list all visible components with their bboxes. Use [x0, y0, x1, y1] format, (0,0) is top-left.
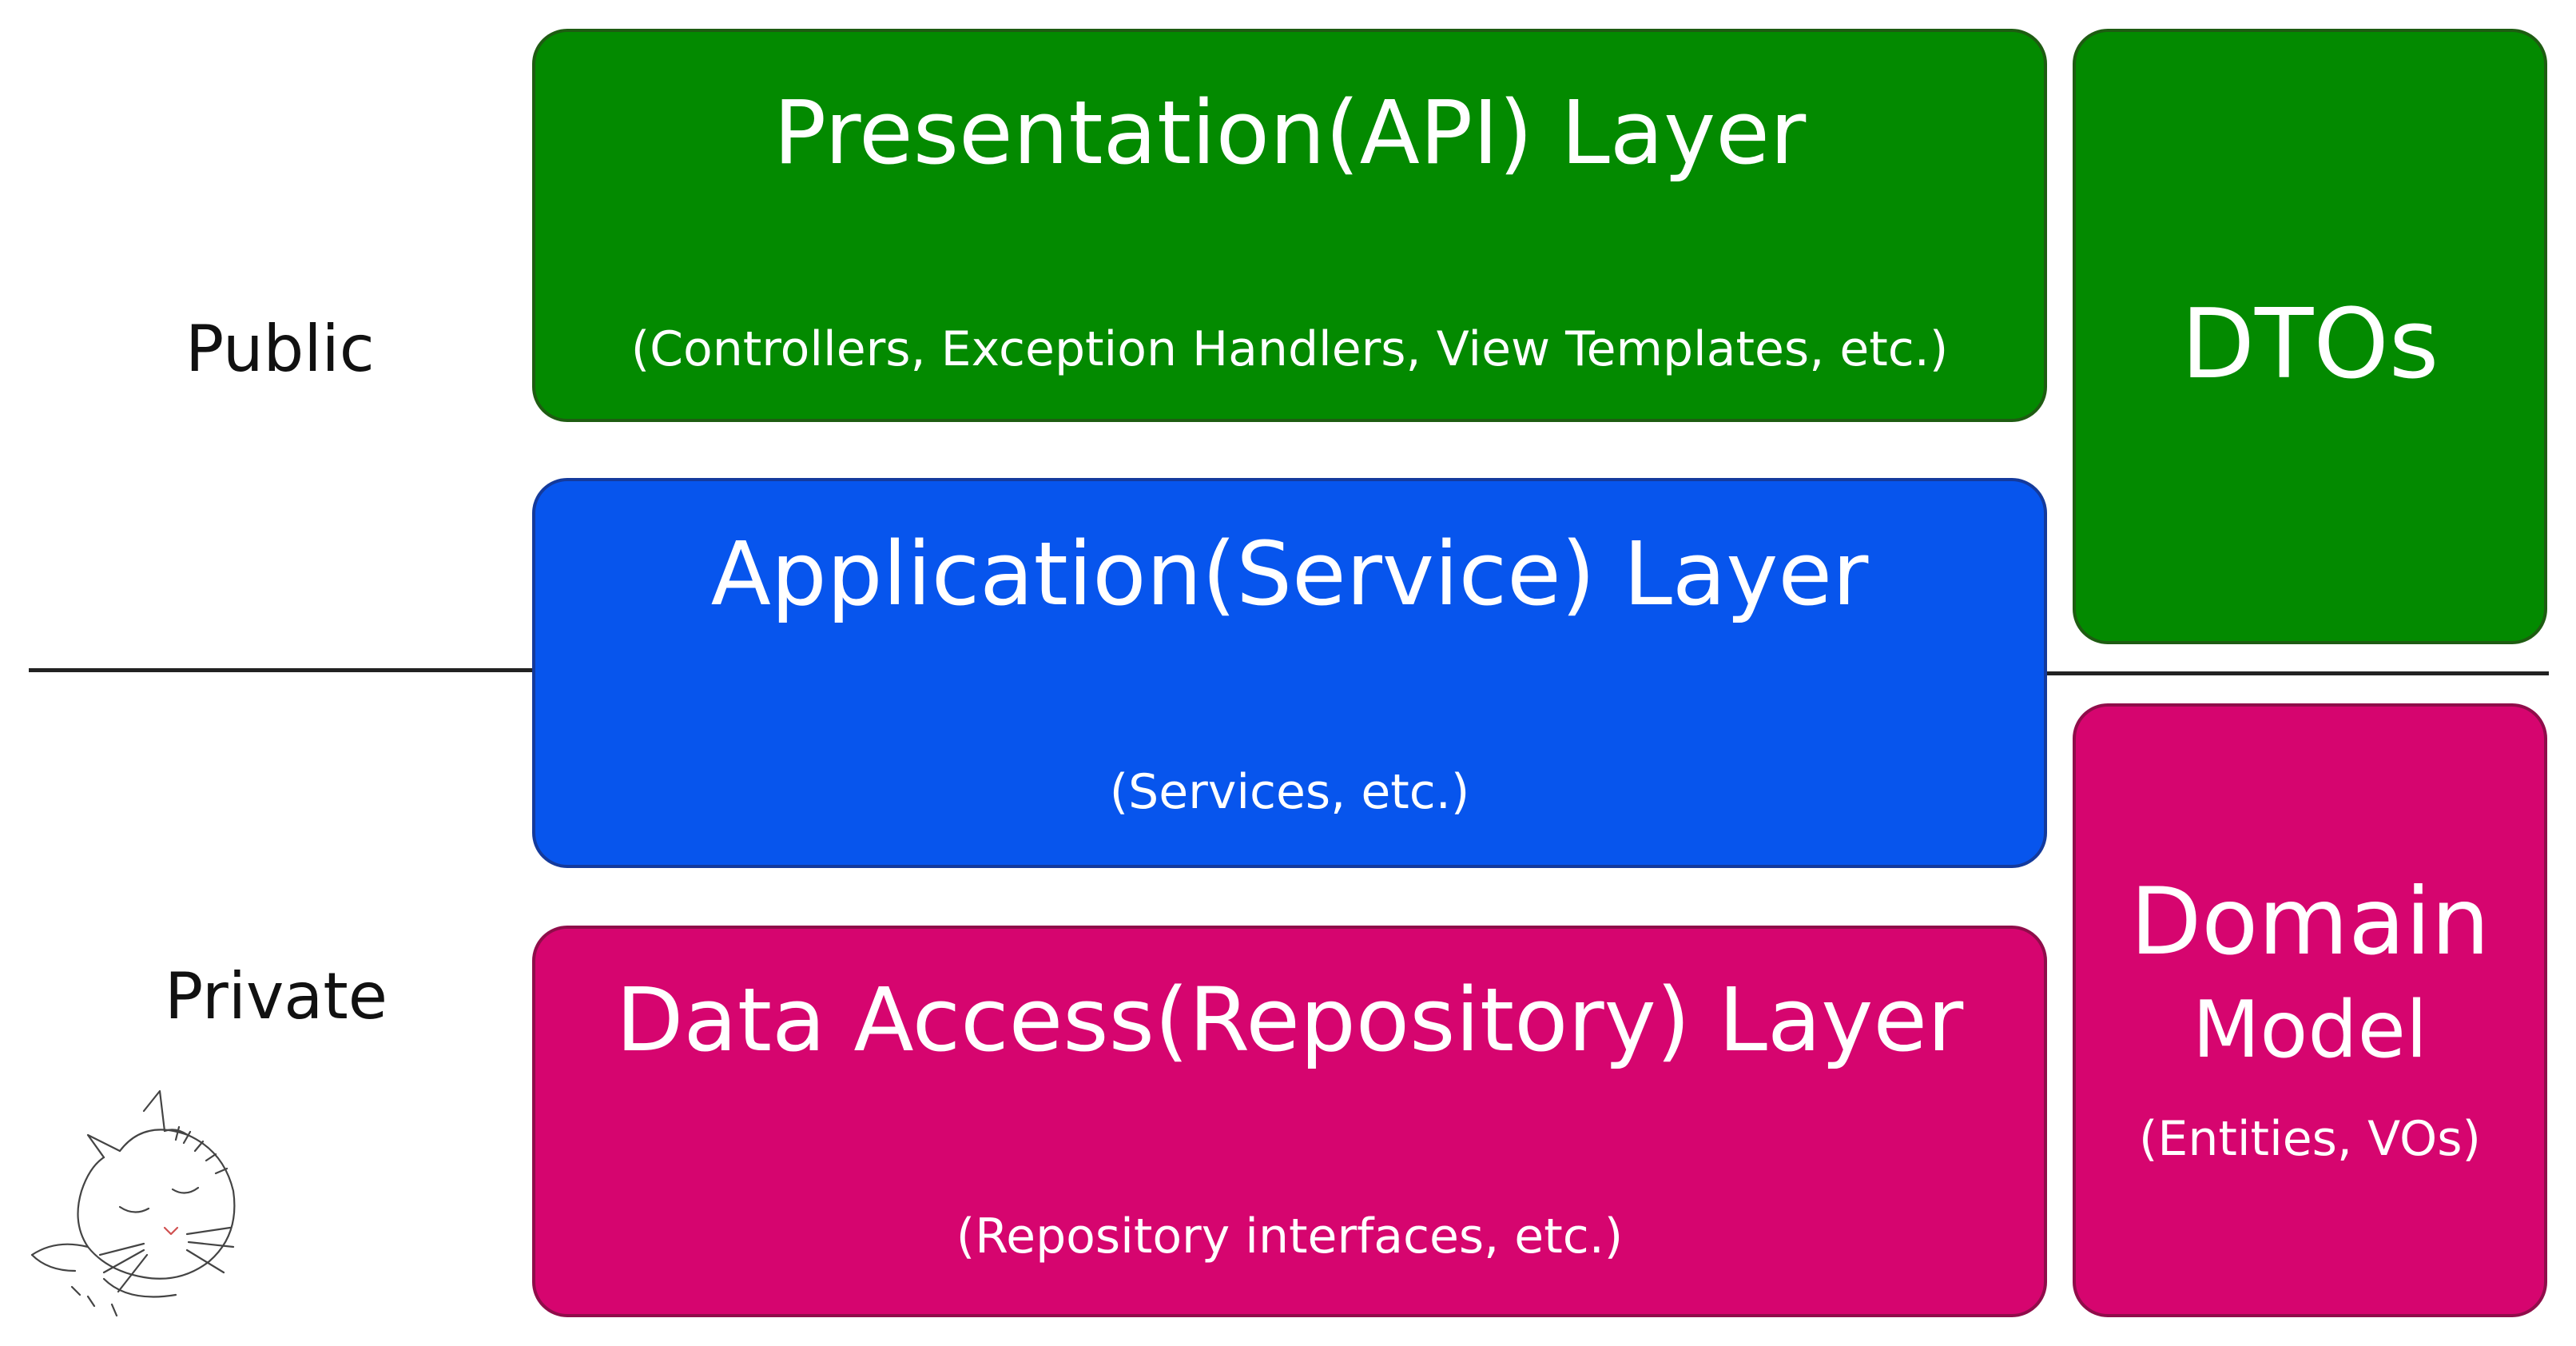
application-layer-box: Application(Service) Layer (Services, et…	[532, 478, 2047, 868]
presentation-layer-title: Presentation(API) Layer	[773, 82, 1807, 184]
private-label: Private	[165, 959, 388, 1033]
presentation-layer-box: Presentation(API) Layer (Controllers, Ex…	[532, 29, 2047, 422]
data-access-layer-subtitle: (Repository interfaces, etc.)	[956, 1209, 1624, 1264]
presentation-layer-subtitle: (Controllers, Exception Handlers, View T…	[630, 321, 1949, 377]
public-private-divider-left	[29, 668, 534, 672]
domain-model-subtitle: Model	[2192, 985, 2428, 1076]
public-label: Public	[185, 312, 375, 386]
application-layer-subtitle: (Services, etc.)	[1109, 764, 1470, 820]
dtos-box: DTOs	[2073, 29, 2547, 644]
domain-title: Domain	[2129, 868, 2491, 976]
data-access-layer-box: Data Access(Repository) Layer (Repositor…	[532, 926, 2047, 1317]
data-access-layer-title: Data Access(Repository) Layer	[615, 969, 1964, 1071]
dtos-title: DTOs	[2180, 289, 2439, 400]
domain-model-box: Domain Model (Entities, VOs)	[2073, 703, 2547, 1317]
public-private-divider-right	[2045, 671, 2549, 675]
sleeping-cat-icon	[24, 1087, 248, 1327]
domain-model-note: (Entities, VOs)	[2139, 1111, 2481, 1167]
application-layer-title: Application(Service) Layer	[710, 523, 1869, 625]
